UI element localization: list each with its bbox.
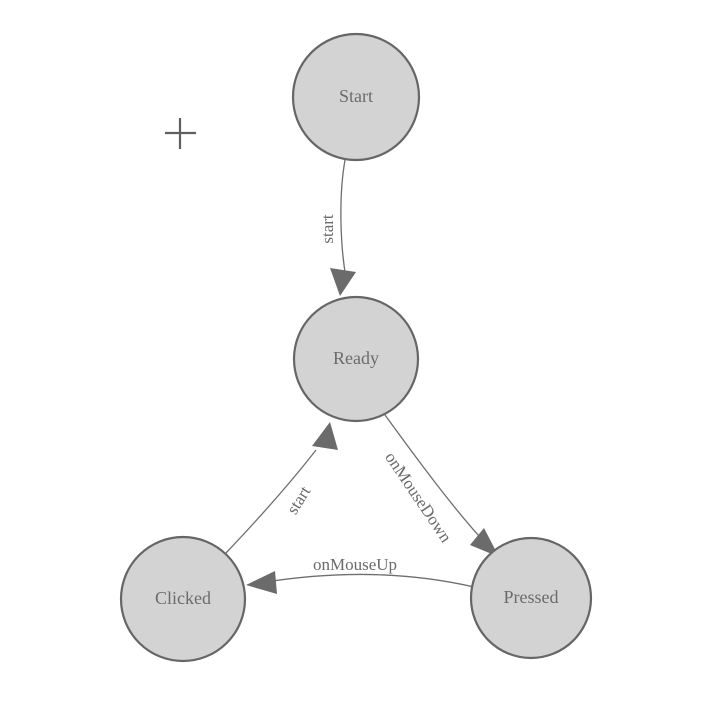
- arrowhead-icon: [470, 528, 499, 557]
- edge-pressed-to-clicked[interactable]: onMouseUp: [246, 555, 475, 594]
- state-node-clicked-circle[interactable]: [119, 535, 247, 663]
- state-node-ready-circle[interactable]: [292, 295, 420, 423]
- edge-label-ready-to-pressed: onMouseDown: [381, 448, 456, 546]
- state-node-clicked[interactable]: Clicked: [119, 535, 247, 663]
- arrowhead-icon: [330, 268, 356, 296]
- arrowhead-icon: [312, 422, 338, 450]
- edge-label-start-to-ready: start: [318, 214, 337, 244]
- crosshair-marker-icon: [165, 118, 196, 149]
- edge-clicked-to-ready[interactable]: start: [224, 422, 338, 555]
- edge-start-to-ready[interactable]: start: [318, 159, 356, 296]
- state-node-start[interactable]: Start: [291, 32, 421, 162]
- state-node-ready[interactable]: Ready: [292, 295, 420, 423]
- edge-label-pressed-to-clicked: onMouseUp: [313, 555, 397, 574]
- edge-ready-to-pressed[interactable]: onMouseDown: [381, 414, 499, 557]
- edge-label-clicked-to-ready: start: [283, 482, 315, 517]
- arrowhead-icon: [246, 571, 277, 594]
- state-node-pressed[interactable]: Pressed: [469, 536, 593, 660]
- state-node-pressed-circle[interactable]: [469, 536, 593, 660]
- state-node-start-circle[interactable]: [291, 32, 421, 162]
